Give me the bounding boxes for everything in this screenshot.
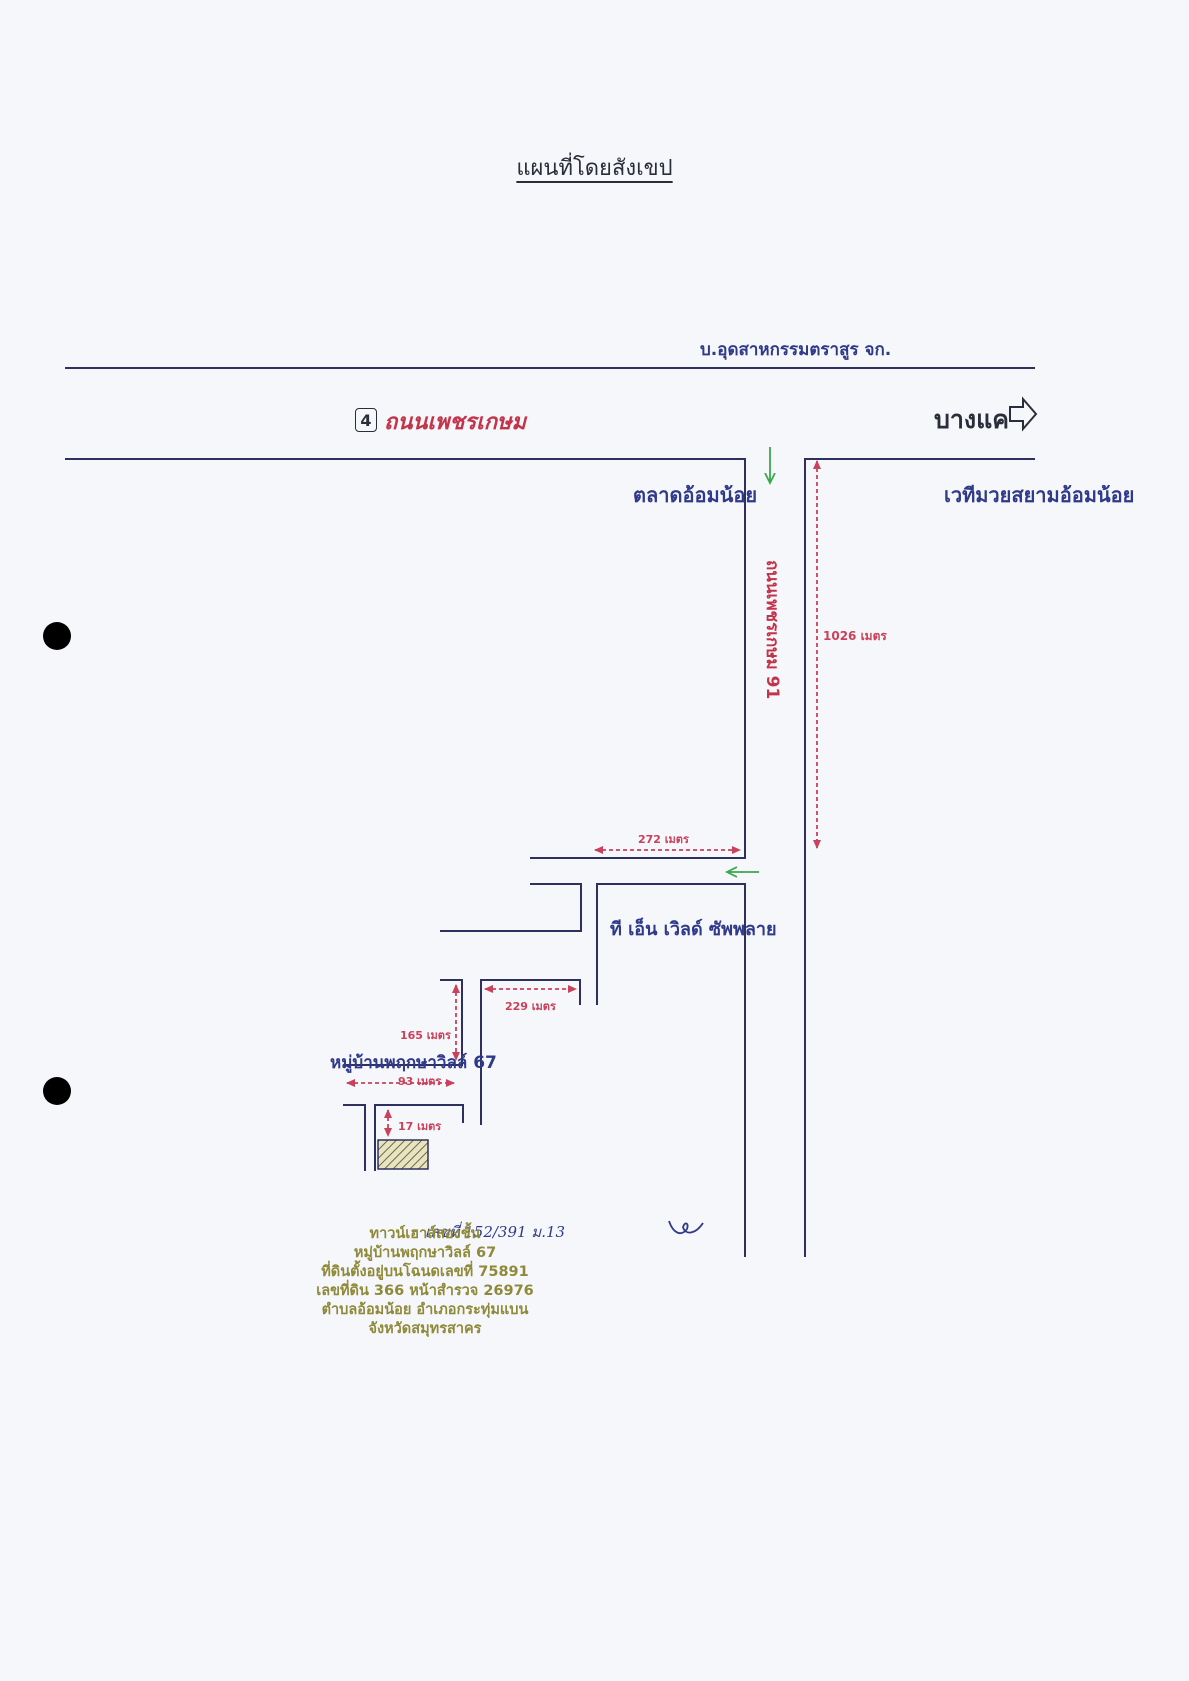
label-17: 17 เมตร (398, 1120, 442, 1133)
address-line: หมู่บ้านพฤกษาวิลล์ 67 (353, 1245, 497, 1261)
map-title: แผนที่โดยสังเขป (516, 156, 673, 181)
label-main-road: ถนนเพชรเกษม (384, 410, 527, 435)
highway-shield-icon: 4 (355, 408, 377, 432)
label-stadium: เวทีมวยสยามอ้อมน้อย (944, 483, 1135, 507)
measure-lines (346, 460, 821, 1137)
village-lane (343, 1104, 366, 1171)
branch-east-edge (596, 883, 746, 1257)
branch-road-3 (480, 979, 581, 1125)
target-plot (377, 1139, 429, 1170)
branch-road-1 (440, 883, 582, 932)
address-line: ตำบลอ้อมน้อย อำเภอกระทุ่มแบน (321, 1302, 529, 1318)
label-165: 165 เมตร (400, 1029, 451, 1042)
handwritten-house-number: เลขที่ 152/391 ม.13 (425, 1223, 566, 1241)
label-company: บ.อุดสาหกรรมตราสูร จก. (700, 340, 892, 360)
label-market: ตลาดอ้อมน้อย (633, 483, 758, 507)
label-shop: ที เอ็น เวิลด์ ซัพพลาย (610, 919, 777, 940)
label-93: 93 เมตร (398, 1075, 442, 1088)
label-side-road: ถนนเพชรเกษม 91 (762, 560, 782, 700)
label-1026: 1026 เมตร (823, 629, 887, 643)
label-village: หมู่บ้านพฤกษาวิลล์ 67 (330, 1053, 497, 1073)
label-272: 272 เมตร (638, 833, 689, 846)
property-address: ทาวน์เฮาส์สองชั้น หมู่บ้านพฤกษาวิลล์ 67 … (250, 1225, 600, 1339)
branch-road-2 (343, 979, 463, 1066)
signature-mark (668, 1220, 704, 1235)
label-direction: บางแค (934, 405, 1009, 434)
address-line: เลขที่ดิน 366 หน้าสำรวจ 26976 (316, 1283, 534, 1299)
binder-hole-top (43, 622, 71, 650)
label-229: 229 เมตร (505, 1000, 556, 1013)
village-lane-2 (374, 1104, 464, 1171)
binder-hole-bottom (43, 1077, 71, 1105)
road-lines (65, 367, 1035, 1257)
address-line: ที่ดินตั้งอยู่บนโฉนดเลขที่ 75891 (321, 1264, 529, 1280)
direction-arrow-icon (1009, 396, 1038, 432)
main-road-south-edge-west (65, 458, 746, 859)
address-line: ทาวน์เฮาส์สองชั้น (369, 1226, 481, 1242)
address-line: จังหวัดสมุทรสาคร (368, 1321, 482, 1337)
soi-east-edge (804, 458, 1035, 1257)
